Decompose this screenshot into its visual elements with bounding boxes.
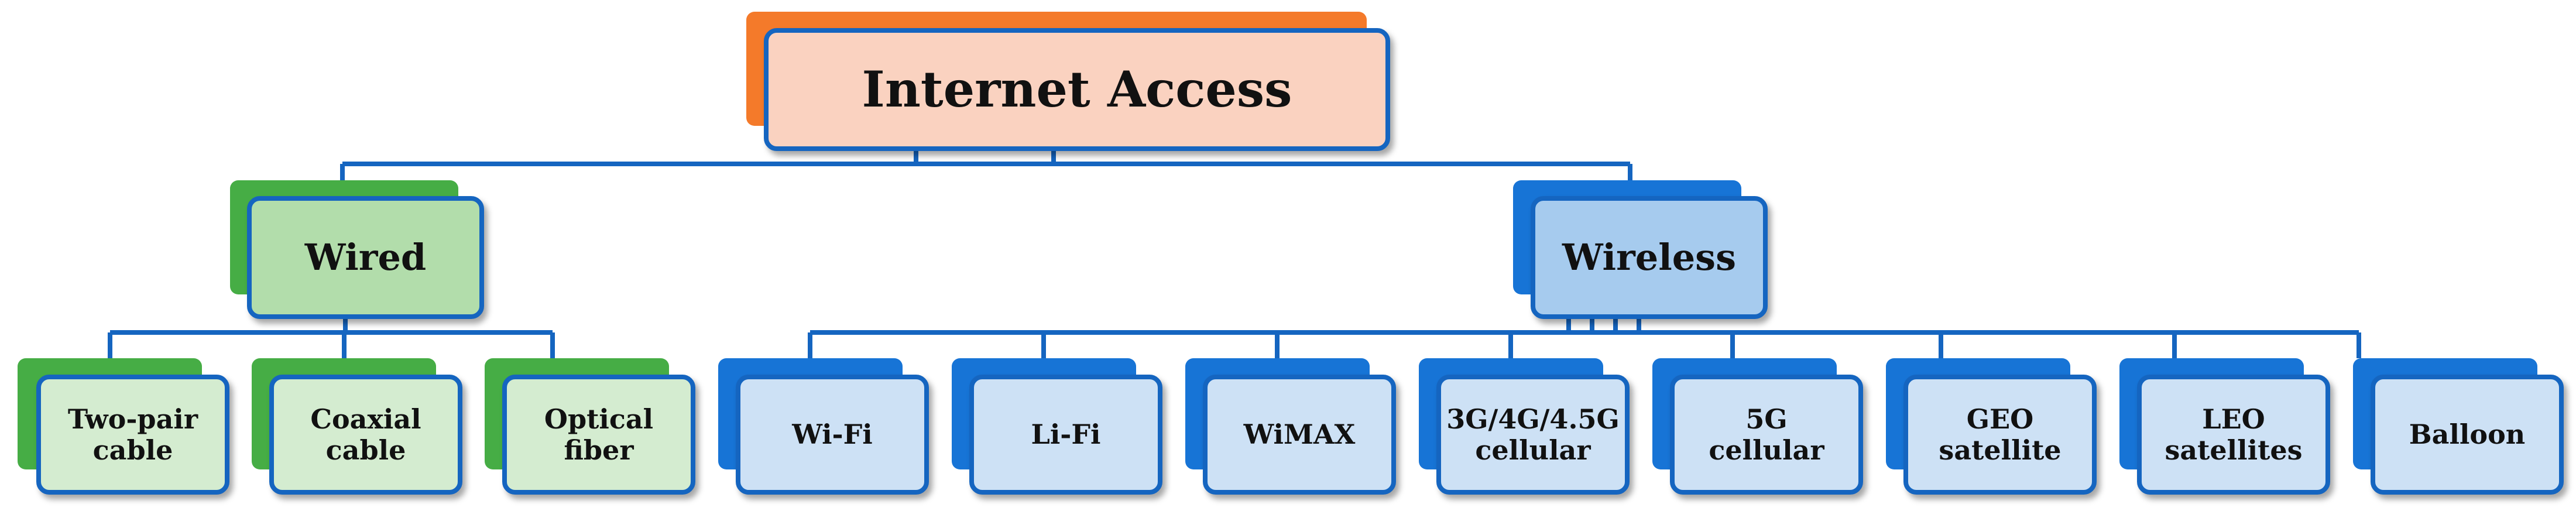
leaf-label-line1: WiMAX [1243, 419, 1356, 451]
leaf-label-line1: Balloon [2409, 419, 2526, 451]
leaf-label-line1: GEO [1966, 403, 2034, 435]
leaf-label-line2: cable [325, 434, 406, 466]
leaf-label-line2: cellular [1709, 434, 1824, 466]
leaf-box: Balloon [2371, 375, 2564, 495]
leaf-label-line1: Li-Fi [1031, 419, 1101, 451]
wired-node-label: Wired [304, 236, 427, 279]
leaf-box: Wi-Fi [736, 375, 929, 495]
leaf-box: WiMAX [1203, 375, 1396, 495]
leaf-label-line2: satellites [2165, 434, 2303, 466]
leaf-label-line1: Wi-Fi [792, 419, 873, 451]
root-node-label: Internet Access [862, 60, 1292, 118]
leaf-box: Li-Fi [969, 375, 1162, 495]
leaf-box: Coaxial cable [269, 375, 462, 495]
wireless-node-box: Wireless [1531, 196, 1768, 319]
wired-node-box: Wired [247, 196, 484, 319]
leaf-box: LEO satellites [2137, 375, 2330, 495]
leaf-label-line1: 3G/4G/4.5G [1446, 403, 1620, 435]
leaf-box: 5G cellular [1670, 375, 1863, 495]
root-node-box: Internet Access [764, 28, 1390, 151]
leaf-label-line2: cable [92, 434, 173, 466]
leaf-label-line1: Two-pair [67, 403, 198, 435]
leaf-label-line2: cellular [1475, 434, 1591, 466]
leaf-box: Optical fiber [502, 375, 695, 495]
leaf-label-line1: 5G [1745, 403, 1788, 435]
leaf-label-line1: Coaxial [310, 403, 421, 435]
leaf-box: Two-pair cable [36, 375, 229, 495]
leaf-label-line2: satellite [1939, 434, 2062, 466]
leaf-box: 3G/4G/4.5G cellular [1436, 375, 1630, 495]
wireless-node-label: Wireless [1562, 236, 1736, 279]
leaf-label-line2: fiber [564, 434, 634, 466]
leaf-label-line1: LEO [2202, 403, 2265, 435]
leaf-label-line1: Optical [544, 403, 654, 435]
leaf-box: GEO satellite [1903, 375, 2097, 495]
